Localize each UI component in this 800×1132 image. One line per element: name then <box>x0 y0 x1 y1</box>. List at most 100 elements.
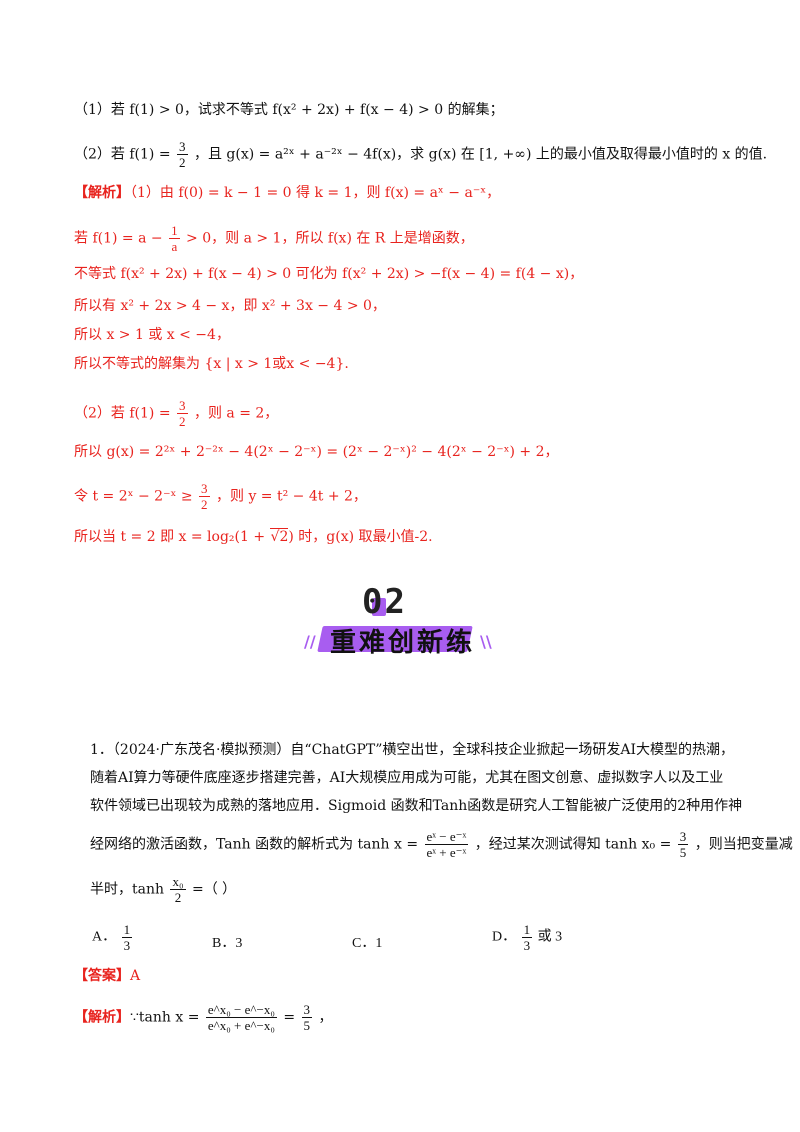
option-c[interactable]: C．1 <box>352 932 382 952</box>
option-a-label: A． <box>92 929 117 945</box>
problem-1-line-1-text: 1．（2024·广东茂名·模拟预测）自“ChatGPT”横空出世，全球科技企业掀… <box>90 742 735 758</box>
sol10-prefix: 所以当 t = 2 即 x = log₂(1 + <box>74 529 270 545</box>
problem-1-line-3: 软件领域已出现较为成熟的落地应用．Sigmoid 函数和Tanh函数是研究人工智… <box>90 796 742 816</box>
section-number: 02 <box>362 582 407 622</box>
analysis-frac-num: e^x₀ − e^−x₀ <box>205 1002 277 1018</box>
problem-1-line-3-text: 软件领域已出现较为成熟的落地应用．Sigmoid 函数和Tanh函数是研究人工智… <box>90 798 743 814</box>
analysis-tag: 【解析】 <box>74 1009 130 1026</box>
problem-1-line-2: 随着AI算力等硬件底座逐步搭建完善，AI大规模应用成为可能，尤其在图文创意、虚拟… <box>90 768 723 788</box>
sol2-frac-num: 1 <box>169 223 180 239</box>
section-title: 重难创新练 <box>330 628 476 658</box>
analysis-val-num: 3 <box>301 1002 312 1018</box>
q2-suffix: ，且 g(x) = a²ˣ + a⁻²ˣ − 4f(x)，求 g(x) 在 [1… <box>193 146 768 163</box>
line5-suffix: =（ ） <box>191 881 237 898</box>
sol9-frac-num: 3 <box>199 481 210 497</box>
solution-line-3: 不等式 f(x² + 2x) + f(x − 4) > 0 可化为 f(x² +… <box>74 264 583 284</box>
analysis-val-den: 5 <box>303 1018 311 1033</box>
slash-right-icon: \\ <box>480 632 492 651</box>
solution-line-1: 【解析】（1）由 f(0) = k − 1 = 0 得 k = 1，则 f(x)… <box>74 183 500 203</box>
line4-suffix: ，则当把变量减 <box>694 836 793 853</box>
sol2-prefix: 若 f(1) = a − <box>74 230 168 247</box>
option-c-text: 1 <box>375 936 383 951</box>
q2-frac-num: 3 <box>177 139 188 155</box>
tanh-val-den: 5 <box>679 845 687 860</box>
sol7-prefix: （2）若 f(1) = <box>74 405 176 422</box>
tanh-def-num: eˣ − e⁻ˣ <box>424 829 469 845</box>
line5-prefix: 半时，tanh <box>90 881 169 898</box>
sol7-suffix: ，则 a = 2， <box>193 405 279 422</box>
solution-line-8: 所以 g(x) = 2²ˣ + 2⁻²ˣ − 4(2ˣ − 2⁻ˣ) = (2ˣ… <box>74 442 559 462</box>
half-x0-den: 2 <box>174 890 182 905</box>
analysis-prefix: ∵tanh x = <box>130 1009 204 1026</box>
solution-line-8-text: 所以 g(x) = 2²ˣ + 2⁻²ˣ − 4(2ˣ − 2⁻ˣ) = (2ˣ… <box>74 444 559 460</box>
q2-frac-den: 2 <box>179 155 186 170</box>
solution-line-4-text: 所以有 x² + 2x > 4 − x，即 x² + 3x − 4 > 0， <box>74 298 386 314</box>
analysis-middle: = <box>283 1009 300 1026</box>
answer-value: A <box>130 968 141 984</box>
option-d-den: 3 <box>523 938 531 953</box>
half-x0-num: x₀ <box>170 874 186 890</box>
sol10-suffix: ) 时，g(x) 取最小值-2. <box>288 529 433 545</box>
option-a-den: 3 <box>123 938 131 953</box>
line4-middle: ，经过某次测试得知 tanh x₀ = <box>474 836 676 853</box>
line4-prefix: 经网络的激活函数，Tanh 函数的解析式为 tanh x = <box>90 836 423 853</box>
option-b-label: B． <box>212 936 236 951</box>
q2-prefix: （2）若 f(1) = <box>74 146 176 163</box>
sol9-frac-den: 2 <box>201 497 208 512</box>
solution-tag: 【解析】 <box>74 185 130 201</box>
solution-line-5: 所以 x > 1 或 x < −4， <box>74 325 230 345</box>
option-d-label: D． <box>492 929 517 945</box>
option-d-text: 或 3 <box>537 929 563 945</box>
option-b-text: 3 <box>235 936 243 951</box>
solution-line-6-text: 所以不等式的解集为 {x | x > 1或x < −4}. <box>74 356 349 372</box>
sol9-prefix: 令 t = 2ˣ − 2⁻ˣ ≥ <box>74 488 198 505</box>
problem-1-line-2-text: 随着AI算力等硬件底座逐步搭建完善，AI大规模应用成为可能，尤其在图文创意、虚拟… <box>90 770 724 786</box>
solution-line-3-text: 不等式 f(x² + 2x) + f(x − 4) > 0 可化为 f(x² +… <box>74 266 584 282</box>
analysis-suffix: ， <box>318 1009 333 1026</box>
slash-left-icon: // <box>304 632 316 651</box>
section-number-highlight <box>372 598 386 616</box>
solution-line-5-text: 所以 x > 1 或 x < −4， <box>74 327 230 343</box>
option-d-num: 1 <box>521 922 533 938</box>
solution-line-10: 所以当 t = 2 即 x = log₂(1 + √2) 时，g(x) 取最小值… <box>74 527 433 547</box>
option-b[interactable]: B．3 <box>212 932 242 952</box>
section-badge: 02 重难创新练 // \\ <box>290 582 510 660</box>
sol9-suffix: ，则 y = t² − 4t + 2， <box>216 488 367 505</box>
sol7-frac-num: 3 <box>177 398 188 414</box>
solution-line-4: 所以有 x² + 2x > 4 − x，即 x² + 3x − 4 > 0， <box>74 296 386 316</box>
sol7-frac-den: 2 <box>179 414 186 429</box>
sol2-frac-den: a <box>171 239 178 254</box>
tanh-def-den: eˣ + e⁻ˣ <box>426 845 467 860</box>
question-part-1-text: （1）若 f(1) > 0，试求不等式 f(x² + 2x) + f(x − 4… <box>74 102 504 118</box>
answer-line: 【答案】A <box>74 966 140 986</box>
problem-1-line-1: 1．（2024·广东茂名·模拟预测）自“ChatGPT”横空出世，全球科技企业掀… <box>90 740 734 760</box>
sol2-suffix: > 0，则 a > 1，所以 f(x) 在 R 上是增函数， <box>186 230 474 247</box>
tanh-val-num: 3 <box>677 829 689 845</box>
solution-line-1-text: （1）由 f(0) = k − 1 = 0 得 k = 1，则 f(x) = a… <box>130 185 501 201</box>
option-c-label: C． <box>352 936 376 951</box>
solution-line-6: 所以不等式的解集为 {x | x > 1或x < −4}. <box>74 354 349 374</box>
option-a-num: 1 <box>121 922 133 938</box>
sol10-sqrt: √2 <box>269 528 289 545</box>
question-part-1: （1）若 f(1) > 0，试求不等式 f(x² + 2x) + f(x − 4… <box>74 100 504 120</box>
